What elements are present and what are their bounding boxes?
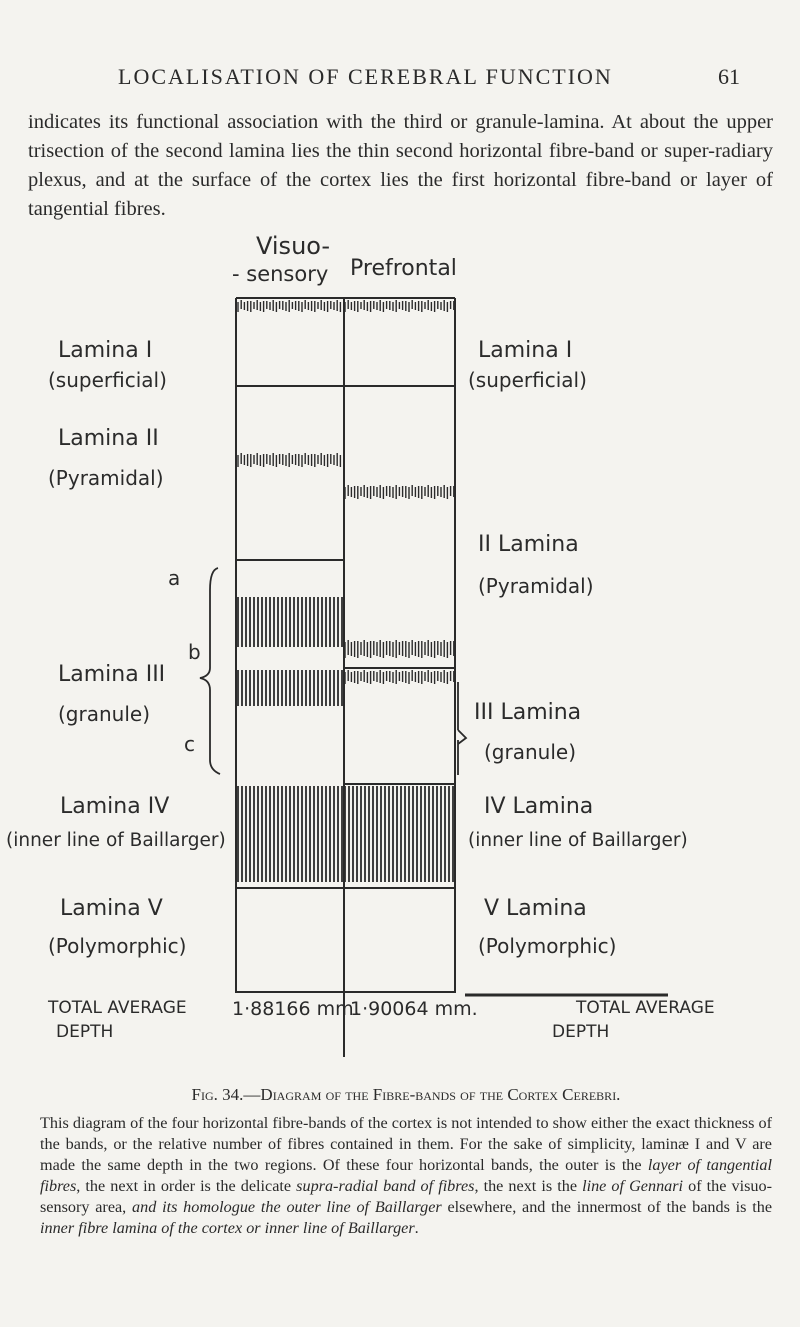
column-title-visuo-line1: Visuo- <box>256 232 331 260</box>
caption-text-5: elsewhere, and the innermost of the band… <box>441 1198 773 1216</box>
left-total-line1: TOTAL AVERAGE <box>48 998 187 1018</box>
left-lamina-2-sub: (Pyramidal) <box>48 466 164 490</box>
left-lamina-4-name: Lamina IV <box>60 794 170 819</box>
fibre-band-diagram <box>199 297 668 1057</box>
caption-emph-5: inner fibre lamina of the cortex or inne… <box>40 1219 415 1237</box>
right-lamina-1-sub: (superficial) <box>468 368 587 392</box>
band-prefrontal-tangential <box>344 300 455 312</box>
right-lamina-1-name: Lamina I <box>478 338 573 363</box>
right-bracket-arrow <box>457 729 468 745</box>
figure-caption-title: Fig. 34.—Diagram of the Fibre-bands of t… <box>191 1085 621 1104</box>
column-title-visuo-line2: - sensory <box>232 262 329 286</box>
right-lamina-4-sub: (inner line of Baillarger) <box>468 830 688 851</box>
page-number: 61 <box>718 64 740 89</box>
band-prefrontal-inner-baillarger <box>344 786 454 882</box>
band-prefrontal-outer-baillarger <box>344 640 455 658</box>
right-total-line1: TOTAL AVERAGE <box>576 998 715 1018</box>
caption-text-4: of the visuo-sensory area, <box>40 1177 772 1216</box>
caption-text-1: This diagram of the four horizontal fibr… <box>40 1114 772 1174</box>
right-total-line2: DEPTH <box>552 1022 610 1042</box>
page-header: LOCALISATION OF CEREBRAL FUNCTION 61 <box>0 64 800 98</box>
caption-text-2: , the next in order is the delicate <box>76 1177 297 1195</box>
caption-text-3: , the next is the <box>474 1177 583 1195</box>
left-bracket-line <box>199 567 221 775</box>
band-prefrontal-supraradial <box>344 485 455 499</box>
depth-visuo: 1·88166 mm. <box>232 998 360 1020</box>
right-lamina-2-sub: (Pyramidal) <box>478 574 594 598</box>
left-lamina-3-name: Lamina III <box>58 662 166 687</box>
band-visuo-tangential <box>237 300 342 312</box>
caption-text-6: . <box>414 1219 419 1237</box>
right-lamina-5-sub: (Polymorphic) <box>478 934 617 958</box>
band-visuo-inner-baillarger <box>237 786 343 882</box>
left-lamina-4-sub: (inner line of Baillarger) <box>6 830 226 851</box>
left-marker-a: a <box>168 566 181 590</box>
left-marker-c: c <box>184 732 195 756</box>
left-lamina-5-sub: (Polymorphic) <box>48 934 187 958</box>
right-lamina-3-sub: (granule) <box>484 740 576 764</box>
band-visuo-gennari-lower <box>237 670 343 706</box>
left-marker-b: b <box>188 640 201 664</box>
caption-emph-4: and its homologue the outer line of Bail… <box>132 1198 442 1216</box>
caption-emph-3: line of Gennari <box>582 1177 684 1195</box>
left-lamina-1-name: Lamina I <box>58 338 153 363</box>
left-lamina-1-sub: (superficial) <box>48 368 167 392</box>
left-lamina-5-name: Lamina V <box>60 896 163 921</box>
right-lamina-4-name: IV Lamina <box>484 794 594 819</box>
left-total-line2: DEPTH <box>56 1022 114 1042</box>
column-title-prefrontal: Prefrontal <box>350 256 457 281</box>
left-lamina-3-sub: (granule) <box>58 702 150 726</box>
depth-prefrontal: 1·90064 mm. <box>350 998 478 1020</box>
right-lamina-5-name: V Lamina <box>484 896 587 921</box>
band-visuo-gennari <box>237 597 343 647</box>
intro-paragraph: indicates its functional association wit… <box>28 111 773 220</box>
right-lamina-2-name: II Lamina <box>478 532 579 557</box>
right-lamina-3-name: III Lamina <box>474 700 582 725</box>
running-title: LOCALISATION OF CEREBRAL FUNCTION <box>118 64 613 89</box>
caption-emph-2: supra-radial band of fibres <box>296 1177 475 1195</box>
left-lamina-2-name: Lamina II <box>58 426 159 451</box>
caption-emph-1: layer of tangential fibres <box>40 1156 773 1195</box>
figure-caption: Fig. 34.—Diagram of the Fibre-bands of t… <box>40 1084 772 1239</box>
band-visuo-supraradial <box>237 453 342 467</box>
band-prefrontal-outer-baillarger-lower <box>344 670 455 684</box>
